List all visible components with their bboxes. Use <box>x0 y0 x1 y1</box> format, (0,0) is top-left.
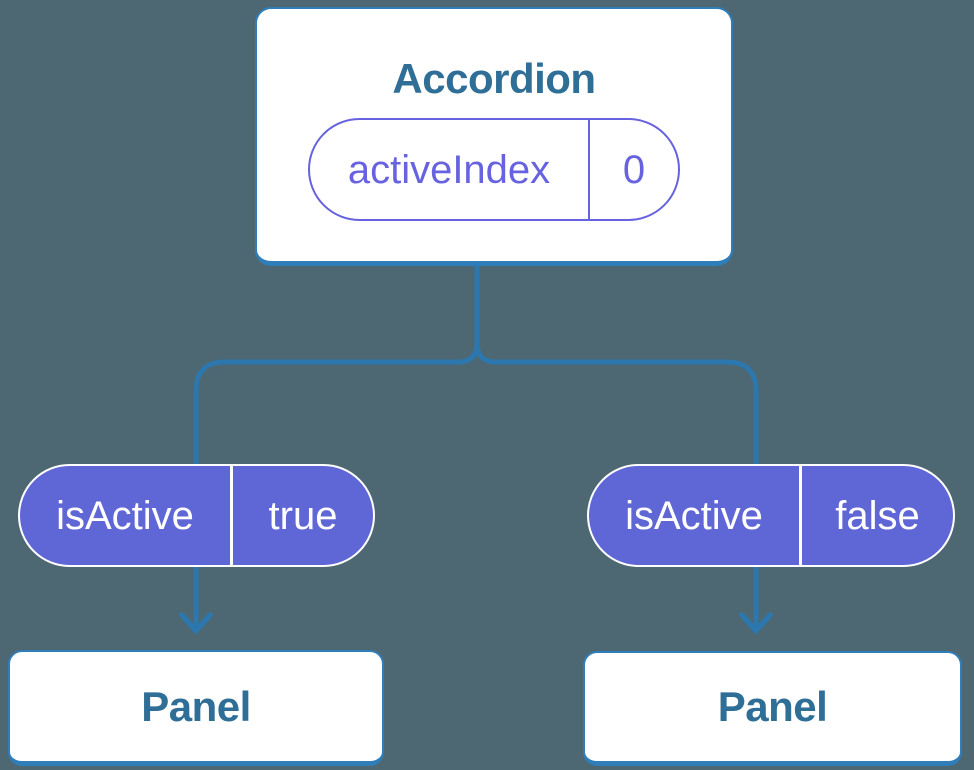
prop-pill-name: isActive <box>625 493 763 538</box>
node-panel-right: Panel <box>583 651 962 766</box>
prop-pill-name: isActive <box>56 493 194 538</box>
arrowhead-left-icon <box>179 612 213 634</box>
state-pill-activeindex: activeIndex 0 <box>308 118 680 221</box>
prop-pill-divider <box>230 466 233 565</box>
node-panel-left: Panel <box>8 650 384 766</box>
state-pill-value: 0 <box>622 147 646 192</box>
connector-left-branch <box>193 266 480 631</box>
node-accordion: Accordion activeIndex 0 <box>255 7 733 266</box>
prop-pill-value: false <box>835 493 920 538</box>
prop-pill-divider <box>799 466 802 565</box>
state-pill-name: activeIndex <box>347 147 551 192</box>
connector-right-branch <box>474 266 759 631</box>
node-panel-title: Panel <box>141 682 251 730</box>
arrowhead-right-icon <box>739 612 773 634</box>
prop-pill-value: true <box>268 493 338 538</box>
prop-pill-isactive-false: isActive false <box>587 464 955 567</box>
node-panel-title: Panel <box>717 683 828 730</box>
state-pill-divider <box>588 120 590 219</box>
node-accordion-title: Accordion <box>392 55 596 102</box>
prop-pill-isactive-true: isActive true <box>18 464 375 567</box>
